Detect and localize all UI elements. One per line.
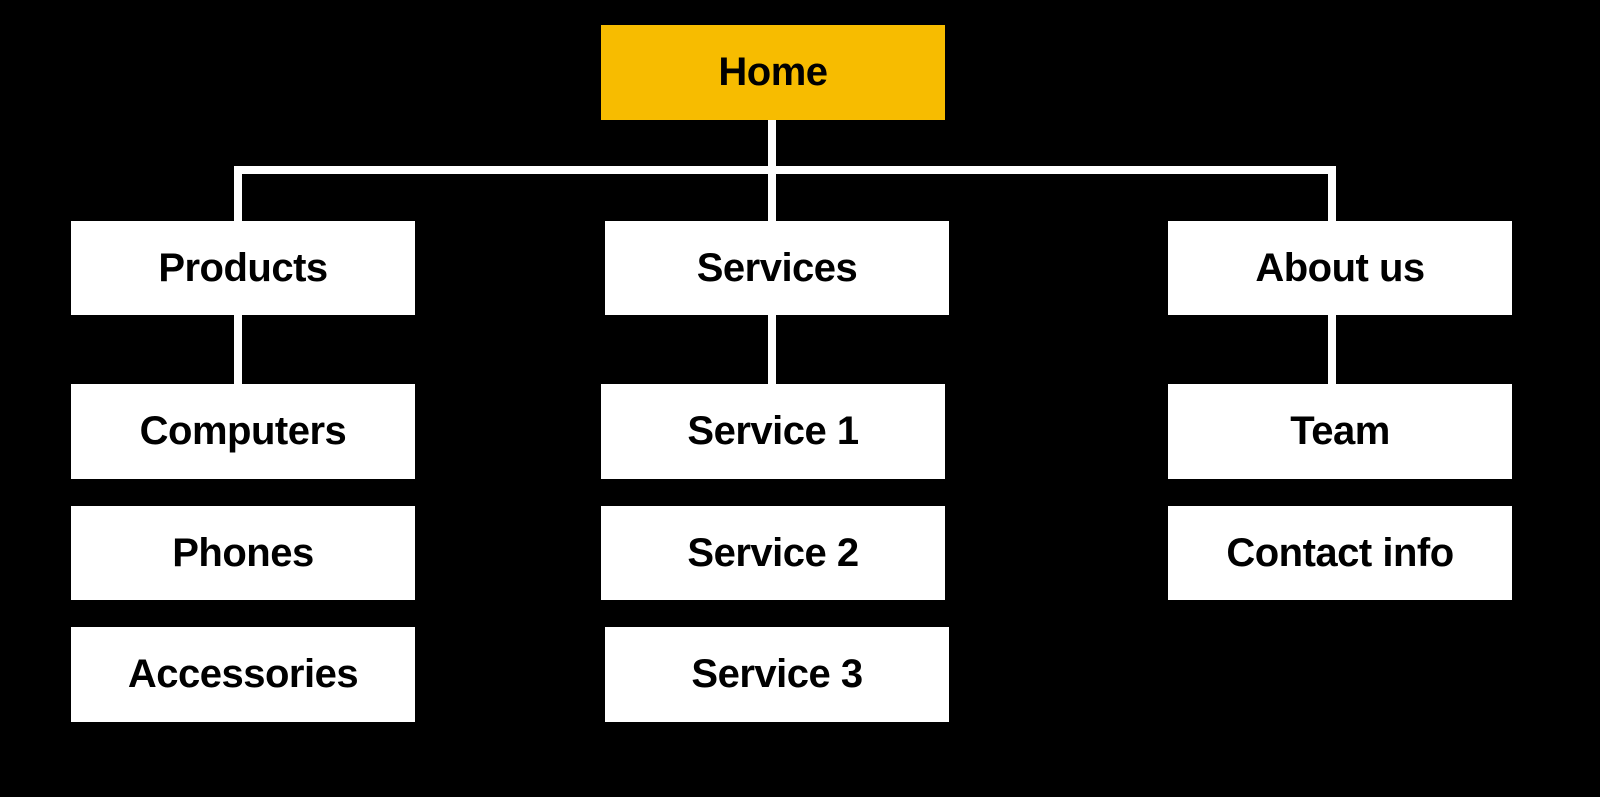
node-about-us: About us [1168,221,1512,315]
node-computers: Computers [71,384,415,479]
node-service-2: Service 2 [601,506,945,600]
node-team: Team [1168,384,1512,479]
node-products: Products [71,221,415,315]
node-accessories: Accessories [71,627,415,722]
node-services: Services [605,221,949,315]
node-home: Home [601,25,945,120]
node-service-1: Service 1 [601,384,945,479]
node-contact-info: Contact info [1168,506,1512,600]
node-service-3: Service 3 [605,627,949,722]
node-phones: Phones [71,506,415,600]
